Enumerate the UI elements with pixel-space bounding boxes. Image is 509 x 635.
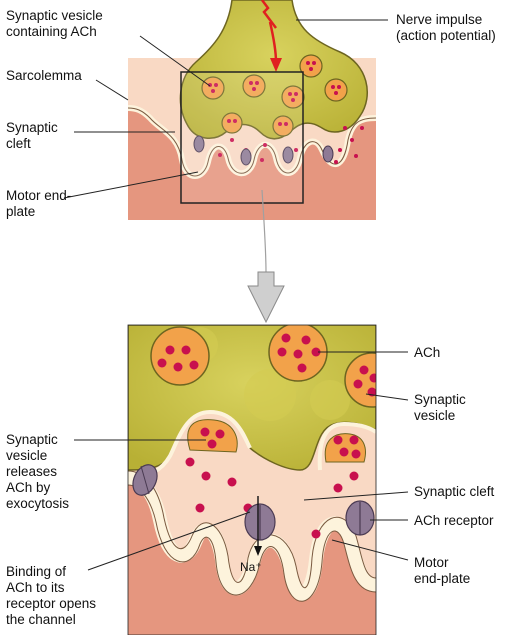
label-motor-end-plate-top: Motor end- plate xyxy=(6,188,72,219)
nerve-impulse-bolt-icon xyxy=(261,0,277,29)
zoom-arrow xyxy=(247,189,285,324)
receptor-right xyxy=(345,500,375,536)
label-ach: ACh xyxy=(414,345,441,360)
zoom-region-box xyxy=(180,71,304,204)
receptors-top xyxy=(193,135,334,166)
label-na-ion: Na⁺ xyxy=(240,560,262,574)
bottom-panel xyxy=(74,324,409,635)
ach-dots-top xyxy=(208,61,364,164)
vesicle-1 xyxy=(150,326,210,386)
fusing-vesicle-1 xyxy=(187,419,238,453)
vesicles-top xyxy=(201,54,348,137)
receptor-middle xyxy=(244,503,276,541)
ach-dots-bottom xyxy=(157,333,376,539)
label-synaptic-cleft-top: Synaptic cleft xyxy=(6,120,58,151)
label-sarcolemma: Sarcolemma xyxy=(6,68,82,83)
top-panel xyxy=(63,0,388,220)
label-synaptic-vesicle-bottom: Synaptic vesicle xyxy=(414,392,466,423)
label-synaptic-cleft-bottom: Synaptic cleft xyxy=(414,484,495,499)
label-synaptic-vesicle-top: Synaptic vesicle containing ACh xyxy=(6,8,103,39)
label-motor-end-plate-bottom: Motor end-plate xyxy=(414,555,471,586)
sarcolemma-membrane-bottom xyxy=(128,471,376,601)
leader-lines-top xyxy=(63,19,388,199)
impulse-arrowhead-icon xyxy=(270,58,282,72)
label-binding: Binding of ACh to its receptor opens the… xyxy=(6,564,97,627)
label-nerve-impulse: Nerve impulse (action potential) xyxy=(396,12,496,43)
receptor-left xyxy=(132,464,158,496)
ach-receptors-bottom xyxy=(132,464,375,541)
leader-lines-bottom xyxy=(74,351,409,571)
label-vesicle-releases: Synaptic vesicle releases ACh by exocyto… xyxy=(6,432,70,511)
label-ach-receptor: ACh receptor xyxy=(414,513,494,528)
